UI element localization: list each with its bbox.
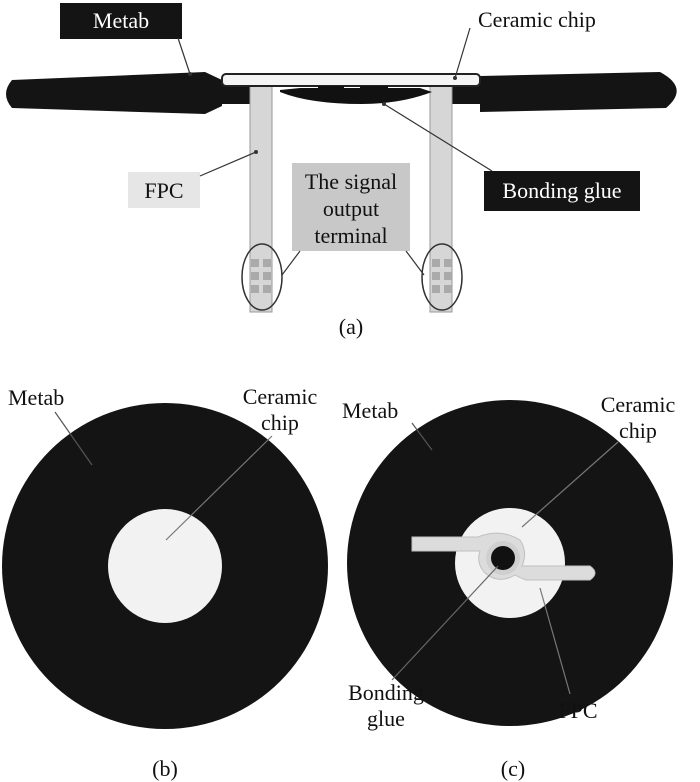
fpc-label-c: FPC bbox=[558, 698, 597, 723]
fpc-leader-dot bbox=[254, 150, 258, 154]
ceramic-chip-leader-dot bbox=[453, 76, 457, 80]
metab-right-step bbox=[450, 84, 482, 104]
ceramic-chip-leader bbox=[454, 27, 471, 79]
bonding-glue-label: Bonding glue bbox=[502, 178, 621, 203]
metab-label-box bbox=[60, 3, 182, 39]
bonding-glue-label-c-line1: Bonding bbox=[348, 680, 424, 705]
ceramic-chip-label: Ceramic chip bbox=[478, 7, 596, 32]
terminal-ellipse-left bbox=[241, 243, 283, 311]
bonding-glue-label-c-line2: glue bbox=[367, 706, 405, 731]
metab-leader-dot bbox=[188, 72, 192, 76]
metab-label: Metab bbox=[93, 8, 149, 33]
terminal-pads-right bbox=[432, 259, 452, 293]
ceramic-chip-label-c-line2: chip bbox=[619, 418, 657, 443]
terminal-ellipse-right bbox=[421, 243, 463, 311]
fpc-leader bbox=[199, 151, 257, 177]
signal-terminal-label-box bbox=[292, 163, 410, 251]
ceramic-chip-label-c-line1: Ceramic bbox=[601, 392, 676, 417]
ceramic-chip-leader-c bbox=[521, 441, 619, 528]
bonding-glue-leader-c bbox=[391, 565, 499, 681]
signal-terminal-label-line3: terminal bbox=[314, 223, 387, 248]
metab-label-c: Metab bbox=[342, 398, 398, 423]
panel-c: Metab Ceramic chip Bonding glue FPC (c) bbox=[342, 392, 675, 781]
bonding-glue-label-box bbox=[484, 171, 640, 211]
caption-a: (a) bbox=[339, 314, 363, 339]
bonding-glue-leader bbox=[383, 103, 493, 172]
signal-terminal-label-line2: output bbox=[323, 196, 379, 221]
signal-leader-right bbox=[405, 250, 425, 276]
ceramic-chip-leader-b bbox=[165, 435, 273, 541]
ceramic-chip-disc-b bbox=[108, 509, 222, 623]
metab-leader-b bbox=[54, 411, 93, 466]
metab-leader bbox=[177, 37, 191, 75]
bonding-glue-leader-dot bbox=[382, 102, 386, 106]
signal-leader-left bbox=[281, 250, 301, 276]
panel-b: Metab Ceramic chip (b) bbox=[2, 384, 328, 781]
fpc-label: FPC bbox=[144, 178, 183, 203]
ceramic-chip-plate bbox=[221, 73, 481, 87]
signal-terminal-label-line1: The signal bbox=[305, 169, 397, 194]
fpc-leader-c bbox=[539, 587, 571, 695]
bonding-glue-pad-left bbox=[318, 86, 344, 98]
bonding-glue-dot-c bbox=[491, 546, 515, 570]
terminal-pads-left bbox=[251, 259, 271, 293]
metab-left-arm bbox=[6, 72, 222, 114]
metab-right-arm bbox=[480, 72, 677, 112]
metab-leader-c bbox=[411, 422, 433, 451]
caption-c: (c) bbox=[501, 756, 525, 781]
ceramic-chip-label-b-line2: chip bbox=[261, 410, 299, 435]
metab-left-step bbox=[220, 84, 250, 104]
panel-a: Metab Ceramic chip FPC The signal output… bbox=[6, 3, 677, 339]
bonding-glue-pad-right bbox=[360, 86, 388, 98]
metab-label-b: Metab bbox=[8, 385, 64, 410]
ceramic-chip-label-b-line1: Ceramic bbox=[243, 384, 318, 409]
caption-b: (b) bbox=[152, 756, 178, 781]
fpc-label-box bbox=[128, 172, 200, 208]
bonding-glue-blob bbox=[280, 88, 432, 104]
